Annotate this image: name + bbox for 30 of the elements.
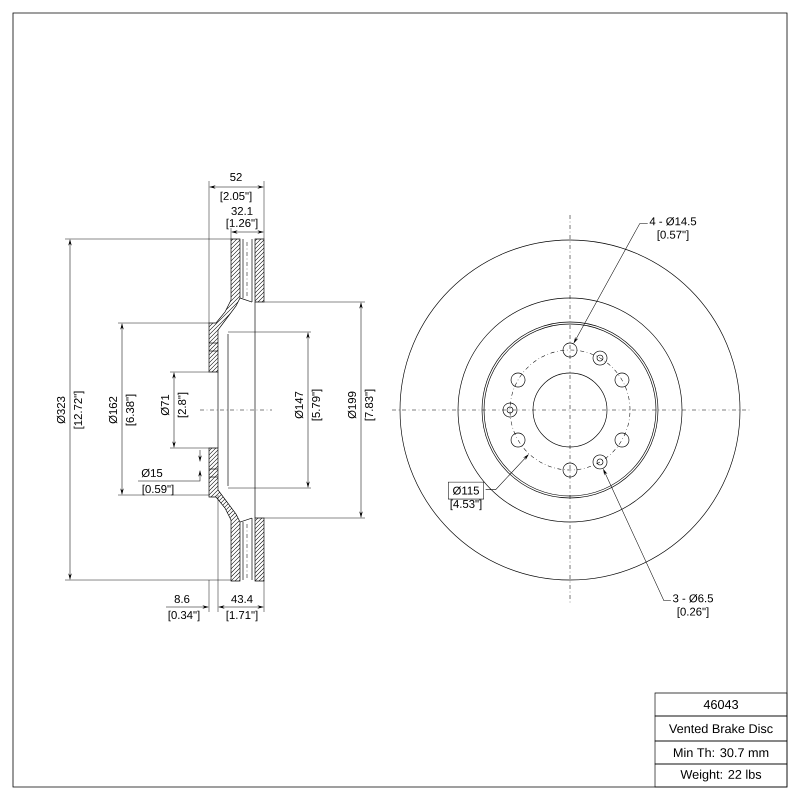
dimension-label: 32.1 xyxy=(231,207,252,215)
dimension-label: Ø15 xyxy=(142,468,162,478)
dimension-label: 43.4 xyxy=(231,595,253,604)
dimension-label: 52 xyxy=(230,173,242,181)
dimension-label: [0.34"] xyxy=(168,610,200,622)
pilot-hole xyxy=(592,454,608,470)
dimension-label: [0.59"] xyxy=(142,484,174,496)
dimension-label: [7.83"] xyxy=(364,390,376,420)
dimension-label: Ø162 xyxy=(108,396,118,424)
dimension-label: Ø323 xyxy=(56,396,66,424)
dimension-label: [2.8"] xyxy=(178,392,188,418)
dimension-label: 8.6 xyxy=(174,595,190,604)
dimension-label: Ø71 xyxy=(160,394,170,416)
dimension-label: Ø147 xyxy=(294,392,304,418)
dimension-label: [6.38"] xyxy=(126,394,136,426)
dimension-label: [1.26"] xyxy=(226,218,258,230)
bolt-hole xyxy=(562,342,578,358)
table-cell: Weight: 22 lbs xyxy=(654,764,788,788)
dimension-label: [1.71"] xyxy=(226,610,258,622)
callout-label: Ø115 [4.53"] xyxy=(448,482,484,510)
bolt-circle xyxy=(510,350,630,470)
callout-label: 4 - Ø14.5 [0.57"] xyxy=(650,217,696,241)
table-cell: Vented Brake Disc xyxy=(654,716,788,742)
dimension-label: [12.72"] xyxy=(74,391,84,429)
table-cell: 46043 xyxy=(654,692,788,716)
dimension-label: [5.79"] xyxy=(312,390,322,420)
dimension-label: [2.05"] xyxy=(220,192,252,202)
callout-label: 3 - Ø6.5 [0.26"] xyxy=(672,594,713,618)
table-cell: Min Th: 30.7 mm xyxy=(654,740,788,764)
dimension-label: Ø199 xyxy=(348,392,356,418)
